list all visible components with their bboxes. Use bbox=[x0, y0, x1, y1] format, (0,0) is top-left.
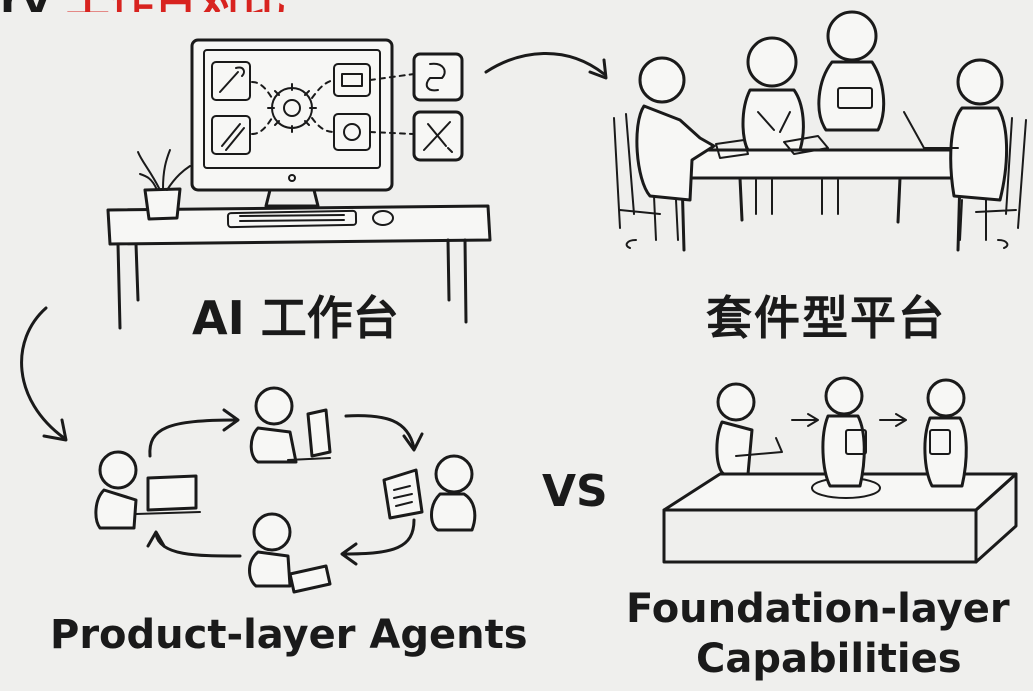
foundation-person-mid bbox=[821, 376, 867, 488]
product-agents-label: Product-layer Agents bbox=[50, 612, 528, 658]
mouse-icon bbox=[372, 210, 394, 226]
wrench-icon bbox=[211, 61, 251, 101]
suite-platform-illustration bbox=[613, 10, 1027, 252]
agent-right bbox=[382, 454, 477, 532]
product-agents-illustration bbox=[94, 386, 477, 594]
ai-workbench-label: AI 工作台 bbox=[192, 291, 399, 345]
foundation-person-left bbox=[715, 382, 783, 476]
arrow-to-suite bbox=[484, 52, 606, 76]
agent-left bbox=[94, 450, 201, 530]
keyboard-icon bbox=[226, 209, 358, 229]
plant-icon bbox=[137, 149, 191, 221]
title-highlight: 工作台对比 bbox=[66, 0, 286, 12]
agent-top bbox=[249, 386, 332, 464]
page-title: ry 工作台对比 bbox=[0, 0, 520, 12]
foundation-slab bbox=[662, 508, 978, 564]
foundation-illustration bbox=[662, 376, 1018, 564]
person-standing bbox=[817, 10, 886, 132]
ai-workbench-illustration bbox=[20, 38, 608, 442]
foundation-label-line1: Foundation-layer bbox=[626, 586, 1010, 632]
arrow-to-agents bbox=[20, 306, 66, 440]
title-prefix: ry bbox=[0, 0, 50, 12]
person-right bbox=[903, 58, 1008, 241]
versus-label: VS bbox=[542, 466, 608, 517]
meeting-table bbox=[666, 148, 984, 180]
person-mid-left bbox=[741, 36, 805, 152]
agent-bottom bbox=[248, 512, 332, 594]
foundation-label-line2: Capabilities bbox=[696, 636, 962, 682]
suite-platform-label: 套件型平台 bbox=[706, 291, 946, 345]
foundation-person-right bbox=[923, 378, 968, 488]
person-left bbox=[635, 56, 716, 241]
gear-icon bbox=[267, 83, 317, 133]
wrench2-icon bbox=[211, 115, 251, 155]
